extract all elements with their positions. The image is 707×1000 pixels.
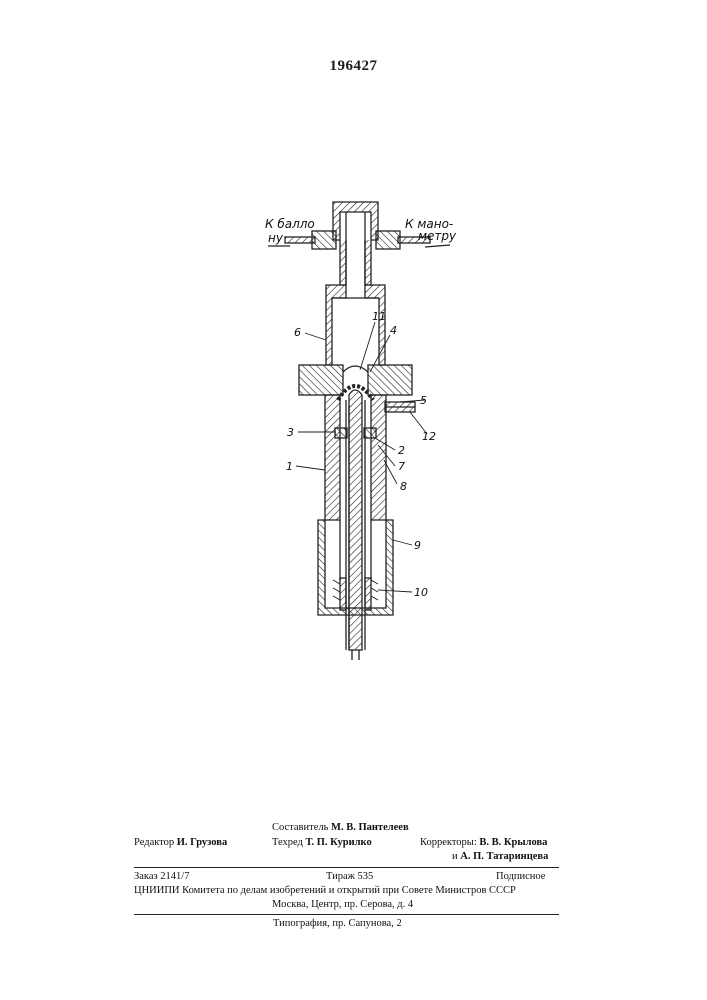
correctors-line-2: и А. П. Татаринцева bbox=[452, 851, 548, 862]
technical-drawing: К балло ну К мано- метру 11 4 6 5 12 3 2… bbox=[0, 0, 707, 700]
callout-10: 10 bbox=[414, 586, 428, 599]
order-number: Заказ 2141/7 bbox=[134, 871, 189, 882]
callout-7: 7 bbox=[398, 460, 405, 473]
print-run: Тираж 535 bbox=[326, 871, 373, 882]
callout-12: 12 bbox=[422, 430, 436, 443]
techred-name: Т. П. Курилко bbox=[306, 837, 372, 848]
callout-2: 2 bbox=[398, 444, 405, 457]
corrector-name-1: В. В. Крылова bbox=[479, 837, 547, 848]
divider-bottom bbox=[134, 914, 559, 915]
subscription-note: Подписное bbox=[496, 871, 545, 882]
institute-line-1: ЦНИИПИ Комитета по делам изобретений и о… bbox=[134, 885, 516, 896]
compiler-label: Составитель bbox=[272, 822, 328, 833]
connector-left-label-2: ну bbox=[268, 231, 284, 245]
correctors-line: Корректоры: В. В. Крылова bbox=[420, 837, 547, 848]
techred-line: Техред Т. П. Курилко bbox=[272, 837, 372, 848]
callout-6: 6 bbox=[294, 326, 301, 339]
editor-line: Редактор И. Грузова bbox=[134, 837, 227, 848]
corrector-conjunction: и bbox=[452, 851, 458, 862]
divider-top bbox=[134, 867, 559, 868]
compiler-line: Составитель М. В. Пантелеев bbox=[272, 822, 409, 833]
callout-11: 11 bbox=[372, 310, 386, 323]
compiler-name: М. В. Пантелеев bbox=[331, 822, 409, 833]
callout-9: 9 bbox=[414, 539, 421, 552]
institute-line-2: Москва, Центр, пр. Серова, д. 4 bbox=[272, 899, 413, 910]
callout-3: 3 bbox=[287, 426, 294, 439]
callout-8: 8 bbox=[400, 480, 407, 493]
corrector-name-2: А. П. Татаринцева bbox=[460, 851, 548, 862]
printing-house: Типография, пр. Сапунова, 2 bbox=[273, 918, 402, 929]
callout-5: 5 bbox=[420, 394, 427, 407]
connector-left-label-1: К балло bbox=[265, 217, 315, 231]
callout-1: 1 bbox=[286, 460, 293, 473]
techred-label: Техред bbox=[272, 837, 303, 848]
editor-name: И. Грузова bbox=[177, 837, 227, 848]
connector-right-label-2: метру bbox=[418, 229, 457, 243]
correctors-label: Корректоры: bbox=[420, 837, 477, 848]
callout-4: 4 bbox=[390, 324, 397, 337]
editor-label: Редактор bbox=[134, 837, 174, 848]
